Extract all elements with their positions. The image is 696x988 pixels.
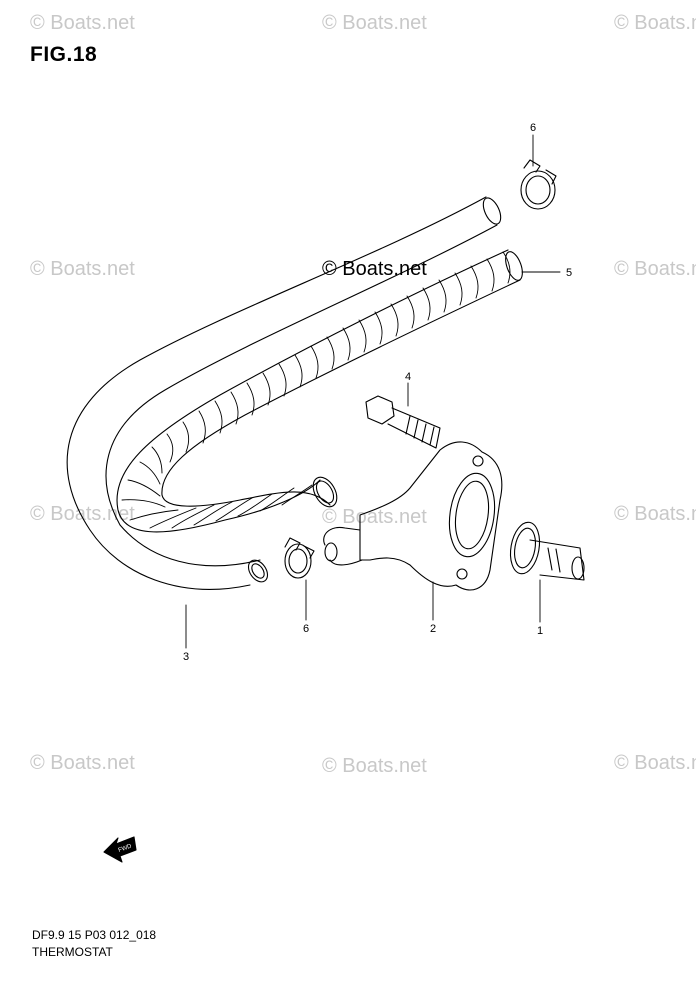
watermark: © Boats.net	[322, 506, 427, 528]
figure-name: THERMOSTAT	[32, 945, 113, 959]
fwd-arrow-icon: FWD	[103, 836, 137, 863]
watermark: © Boats.net	[30, 12, 135, 34]
callout-2: 2	[430, 623, 436, 635]
watermark: © Boats.net	[614, 503, 696, 525]
watermark: © Boats.net	[614, 258, 696, 280]
watermark: © Boats.net	[30, 752, 135, 774]
watermark: © Boats.net	[614, 752, 696, 774]
hose-3	[66, 196, 502, 590]
watermark: © Boats.net	[30, 258, 135, 280]
watermark: © Boats.net	[30, 503, 135, 525]
figure-title: FIG.18	[30, 43, 98, 66]
watermark: © Boats.net	[322, 12, 427, 34]
callout-3: 3	[183, 651, 189, 663]
leader-lines	[185, 134, 561, 649]
callout-6-bottom: 6	[303, 623, 309, 635]
callout-5: 5	[566, 267, 572, 279]
watermark: © Boats.net	[322, 755, 427, 777]
callout-4: 4	[405, 371, 411, 383]
callout-1: 1	[537, 625, 543, 637]
clamp-6-bottom	[284, 537, 315, 579]
thermostat-1	[509, 521, 585, 581]
bolt-4	[365, 395, 441, 449]
callout-6-top: 6	[530, 122, 536, 134]
watermark: © Boats.net	[614, 12, 696, 34]
figure-code: DF9.9 15 P03 012_018	[32, 928, 157, 942]
thermostat-cover-2	[323, 441, 503, 591]
hose-5	[116, 249, 523, 533]
clamp-6-top	[520, 159, 557, 210]
fwd-label: FWD	[118, 843, 134, 854]
